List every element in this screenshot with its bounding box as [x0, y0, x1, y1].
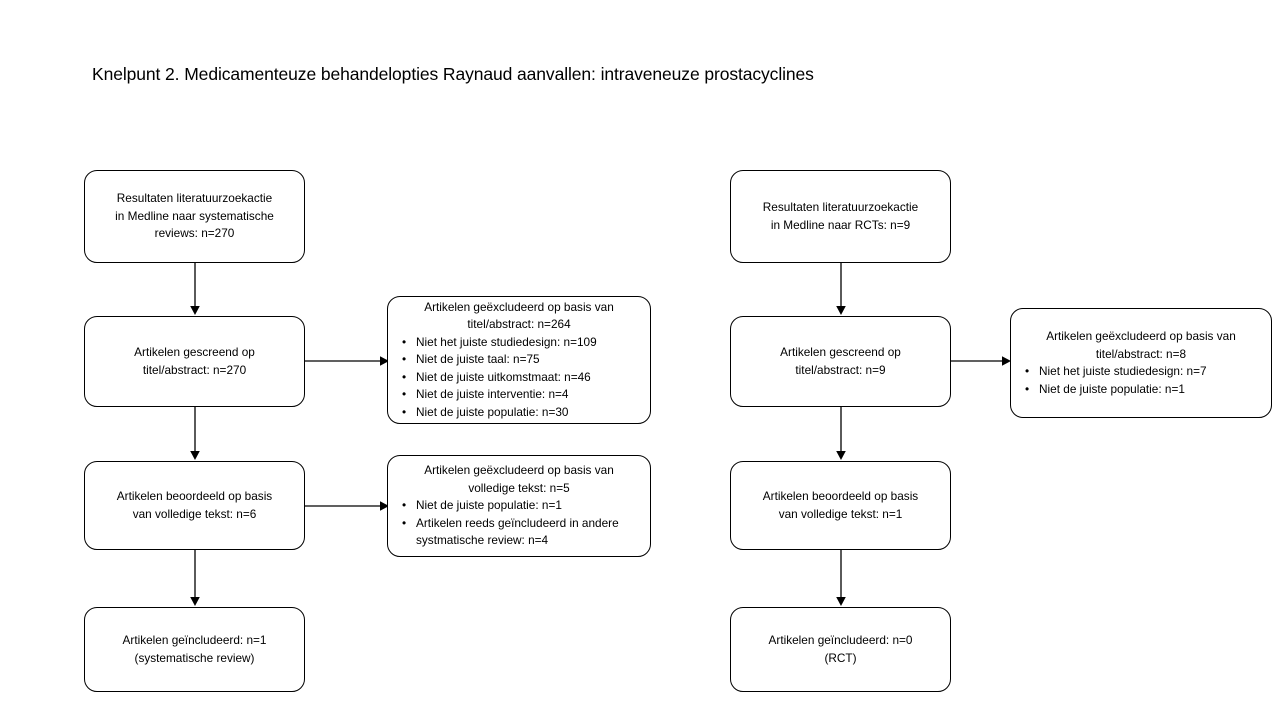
left-excluded-ft-heading: Artikelen geëxcludeerd op basis van voll…	[388, 462, 650, 497]
text-line: in Medline naar systematische	[115, 208, 274, 223]
bullet-icon: •	[402, 334, 407, 349]
list-item-label: Niet de juiste uitkomstmaat: n=46	[416, 369, 591, 384]
text-line: Artikelen beoordeeld op basis	[762, 489, 919, 503]
list-item: • Niet het juiste studiedesign: n=109	[402, 334, 644, 352]
text-line: reviews: n=270	[154, 226, 235, 241]
right-assessed-fulltext-box: Artikelen beoordeeld op basis van volled…	[730, 461, 951, 550]
text-line: Artikelen geëxcludeerd op basis van	[424, 299, 614, 314]
text-line: titel/abstract: n=9	[795, 362, 886, 377]
left-connector-assessed-to-excluded-ft	[304, 497, 390, 515]
left-screened-text: Artikelen gescreend op titel/abstract: n…	[85, 344, 304, 379]
bullet-icon: •	[402, 387, 407, 402]
right-connector-screened-to-excluded-ta	[950, 352, 1012, 370]
list-item: • Niet het juiste studiedesign: n=7	[1025, 363, 1265, 381]
text-line: (RCT)	[824, 650, 857, 665]
bullet-icon: •	[1025, 364, 1030, 378]
right-excluded-title-abstract-box: Artikelen geëxcludeerd op basis van tite…	[1010, 308, 1272, 418]
text-line: in Medline naar RCTs: n=9	[770, 217, 911, 232]
list-item: • Artikelen reeds geïncludeerd in andere…	[402, 515, 644, 550]
left-assessed-fulltext-box: Artikelen beoordeeld op basis van volled…	[84, 461, 305, 550]
left-included-box: Artikelen geïncludeerd: n=1 (systematisc…	[84, 607, 305, 692]
bullet-icon: •	[402, 515, 407, 530]
bullet-icon: •	[402, 404, 407, 419]
right-assessed-fulltext-text: Artikelen beoordeeld op basis van volled…	[731, 488, 950, 523]
left-excluded-ft-reason-list: • Niet de juiste populatie: n=1 • Artike…	[388, 497, 650, 550]
list-item: • Niet de juiste populatie: n=30	[402, 404, 644, 422]
text-line: van volledige tekst: n=1	[778, 506, 903, 521]
right-connector-assessed-to-included	[832, 549, 850, 607]
text-line: titel/abstract: n=270	[142, 362, 247, 377]
text-line: Artikelen beoordeeld op basis	[116, 489, 273, 503]
left-connector-identified-to-screened	[186, 262, 204, 316]
list-item-label: Niet de juiste populatie: n=1	[416, 498, 562, 513]
left-excluded-ta-reason-list: • Niet het juiste studiedesign: n=109 • …	[388, 334, 650, 422]
list-item-label: Niet de juiste populatie: n=30	[416, 404, 569, 419]
left-excluded-title-abstract-box: Artikelen geëxcludeerd op basis van tite…	[387, 296, 651, 424]
text-line: van volledige tekst: n=6	[132, 506, 257, 521]
list-item-label: Niet het juiste studiedesign: n=7	[1039, 364, 1207, 378]
list-item: • Niet de juiste populatie: n=1	[402, 497, 644, 515]
list-item: • Niet de juiste populatie: n=1	[1025, 381, 1265, 399]
right-included-box: Artikelen geïncludeerd: n=0 (RCT)	[730, 607, 951, 692]
left-included-text: Artikelen geïncludeerd: n=1 (systematisc…	[85, 632, 304, 667]
text-line: Artikelen geïncludeerd: n=1	[122, 633, 267, 647]
right-excluded-ta-reason-list: • Niet het juiste studiedesign: n=7 • Ni…	[1011, 363, 1271, 398]
list-item-label: Niet de juiste taal: n=75	[416, 352, 540, 367]
bullet-icon: •	[402, 369, 407, 384]
text-line: volledige tekst: n=5	[468, 480, 570, 495]
right-included-text: Artikelen geïncludeerd: n=0 (RCT)	[731, 632, 950, 667]
left-excluded-ta-heading: Artikelen geëxcludeerd op basis van tite…	[388, 299, 650, 334]
right-connector-identified-to-screened	[832, 262, 850, 316]
text-line: Artikelen geëxcludeerd op basis van	[1046, 329, 1236, 343]
list-item-label: Niet de juiste populatie: n=1	[1039, 381, 1185, 396]
text-line: Artikelen gescreend op	[780, 345, 901, 359]
right-connector-screened-to-assessed	[832, 406, 850, 461]
text-line: Resultaten literatuurzoekactie	[116, 191, 273, 206]
list-item: • Niet de juiste interventie: n=4	[402, 386, 644, 404]
left-records-identified-box: Resultaten literatuurzoekactie in Medlin…	[84, 170, 305, 263]
bullet-icon: •	[402, 352, 407, 367]
list-item-label: Niet de juiste interventie: n=4	[416, 387, 569, 402]
text-line: (systematische review)	[134, 650, 255, 665]
page-title: Knelpunt 2. Medicamenteuze behandeloptie…	[92, 64, 814, 84]
text-line: Resultaten literatuurzoekactie	[762, 200, 919, 214]
right-screened-box: Artikelen gescreend op titel/abstract: n…	[730, 316, 951, 407]
right-excluded-ta-heading: Artikelen geëxcludeerd op basis van tite…	[1011, 328, 1271, 363]
left-assessed-fulltext-text: Artikelen beoordeeld op basis van volled…	[85, 488, 304, 523]
text-line: titel/abstract: n=8	[1095, 346, 1187, 361]
bullet-icon: •	[402, 498, 407, 513]
list-item: • Niet de juiste taal: n=75	[402, 351, 644, 369]
right-screened-text: Artikelen gescreend op titel/abstract: n…	[731, 344, 950, 379]
left-screened-box: Artikelen gescreend op titel/abstract: n…	[84, 316, 305, 407]
left-records-identified-text: Resultaten literatuurzoekactie in Medlin…	[85, 190, 304, 243]
list-item-label: Niet het juiste studiedesign: n=109	[416, 334, 597, 349]
left-connector-screened-to-excluded-ta	[304, 352, 390, 370]
left-connector-assessed-to-included	[186, 549, 204, 607]
text-line: titel/abstract: n=264	[467, 317, 571, 332]
list-item-label: Artikelen reeds geïncludeerd in andere s…	[416, 515, 619, 548]
text-line: Artikelen geïncludeerd: n=0	[768, 633, 913, 647]
bullet-icon: •	[1025, 381, 1030, 396]
left-excluded-fulltext-box: Artikelen geëxcludeerd op basis van voll…	[387, 455, 651, 557]
left-connector-screened-to-assessed	[186, 406, 204, 461]
right-records-identified-box: Resultaten literatuurzoekactie in Medlin…	[730, 170, 951, 263]
text-line: Artikelen geëxcludeerd op basis van	[424, 463, 614, 478]
text-line: Artikelen gescreend op	[134, 345, 255, 359]
right-records-identified-text: Resultaten literatuurzoekactie in Medlin…	[731, 199, 950, 234]
list-item: • Niet de juiste uitkomstmaat: n=46	[402, 369, 644, 387]
